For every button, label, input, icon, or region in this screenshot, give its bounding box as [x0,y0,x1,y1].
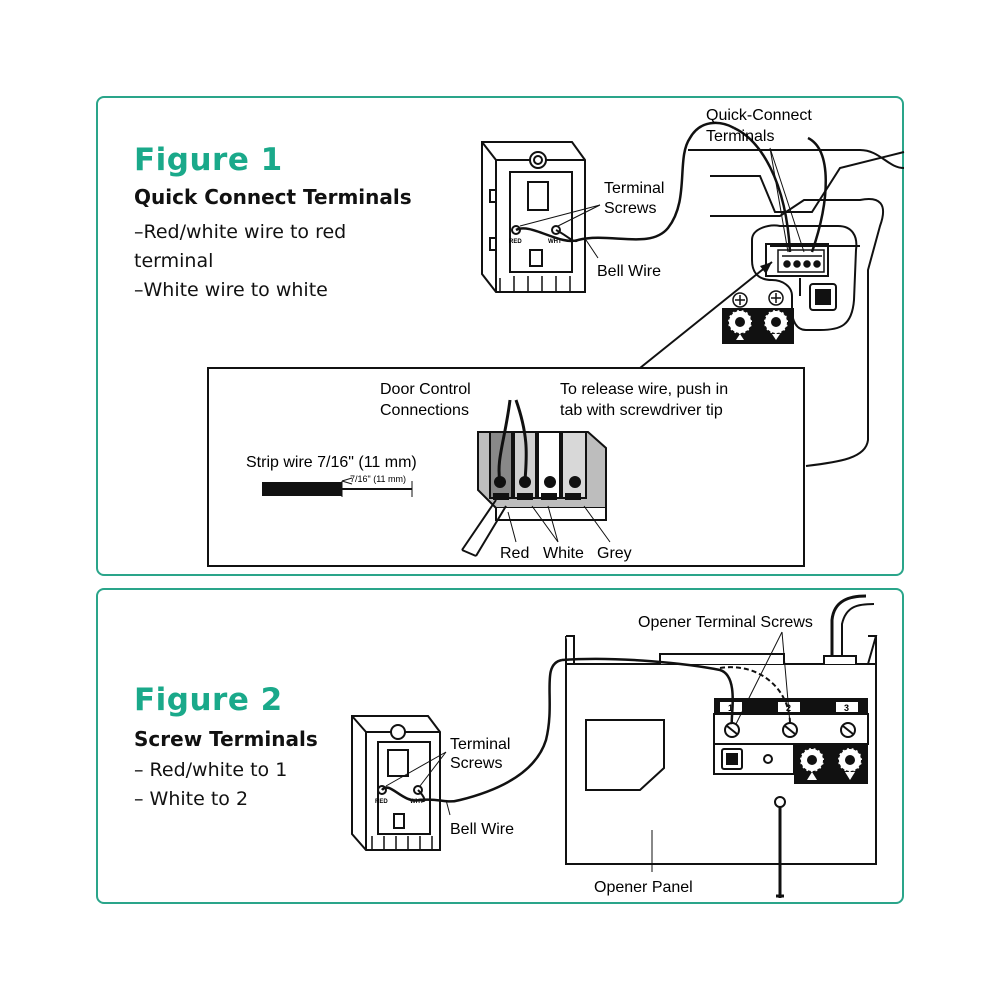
opener-button [815,289,831,305]
opener-terminal-screws-label: Opener Terminal Screws [638,614,813,631]
leader-line [445,799,451,816]
terminal-block-detail [477,431,607,521]
strip-length-label: 7/16" (11 mm) [350,474,406,484]
wire-red-label: Red [500,545,529,562]
figure-1-instruction-line: –White wire to white [134,279,328,301]
leader-line [735,631,791,725]
power-cord [830,594,867,656]
bell-wire [807,136,827,253]
quick-connect-label: Terminals [706,128,774,145]
strip-wire-label: Strip wire 7/16" (11 mm) [246,454,417,471]
door-control-connections-label: Door Control [380,381,471,398]
opener-panel-label: Opener Panel [594,879,693,896]
door-control-unit [351,715,441,851]
leader-line [507,505,611,543]
leader-line [585,239,599,259]
figure-1-subtitle: Quick Connect Terminals [134,185,412,209]
terminal-screws-label: Screws [604,200,656,217]
leader-line [385,751,447,787]
antenna [776,806,784,898]
wire-white-label: White [543,545,584,562]
figure-2-subtitle: Screw Terminals [134,727,318,751]
wire-grey-label: Grey [597,545,632,562]
bell-wire [555,229,579,242]
figure-2-title: Figure 2 [134,682,283,718]
wht-terminal-label: WHT [548,239,562,245]
force-adjustment-dials [722,308,794,344]
leader-line [519,204,601,227]
quick-connect-terminal-block [777,249,825,273]
release-instructions-label: To release wire, push in [560,381,728,398]
door-control-connections-label: Connections [380,402,469,419]
stripped-wire-icon [262,477,413,497]
terminal-screws-label: Screws [450,755,502,772]
figure-2-instruction-line: – Red/white to 1 [134,759,288,781]
figure-1-instruction-line: terminal [134,250,214,272]
adjustment-screws [732,290,784,308]
release-instructions-label: tab with screwdriver tip [560,402,723,419]
red-terminal-label: RED [375,799,388,805]
figure-1-title: Figure 1 [134,142,283,178]
bell-wire [514,399,528,483]
power-cord [841,603,875,656]
antenna-mount [774,796,786,808]
bell-wire [733,126,792,253]
bell-wire [497,399,512,483]
bell-wire [515,121,735,243]
screwdriver [461,499,507,557]
terminal-3-label: 3 [844,703,849,713]
door-control-unit [481,141,586,293]
bell-wire [381,658,563,803]
bell-wire-label: Bell Wire [597,263,661,280]
bell-wire [561,657,735,725]
arrow-icon [760,262,772,274]
figure-1-instruction-line: –Red/white wire to red [134,221,347,243]
figure-2-instruction-line: – White to 2 [134,788,249,810]
quick-connect-label: Quick-Connect [706,107,812,124]
leader-line [769,147,805,253]
bell-wire [417,789,426,802]
bell-wire-label: Bell Wire [450,821,514,838]
terminal-screws-label: Terminal [450,736,510,753]
terminal-screws-label: Terminal [604,180,664,197]
detail-pointer-line [639,261,773,369]
terminal-1-label: 1 [728,703,733,713]
red-terminal-label: RED [509,239,522,245]
wht-terminal-label: WHT [410,799,424,805]
opener-terminal-strip [713,698,869,784]
